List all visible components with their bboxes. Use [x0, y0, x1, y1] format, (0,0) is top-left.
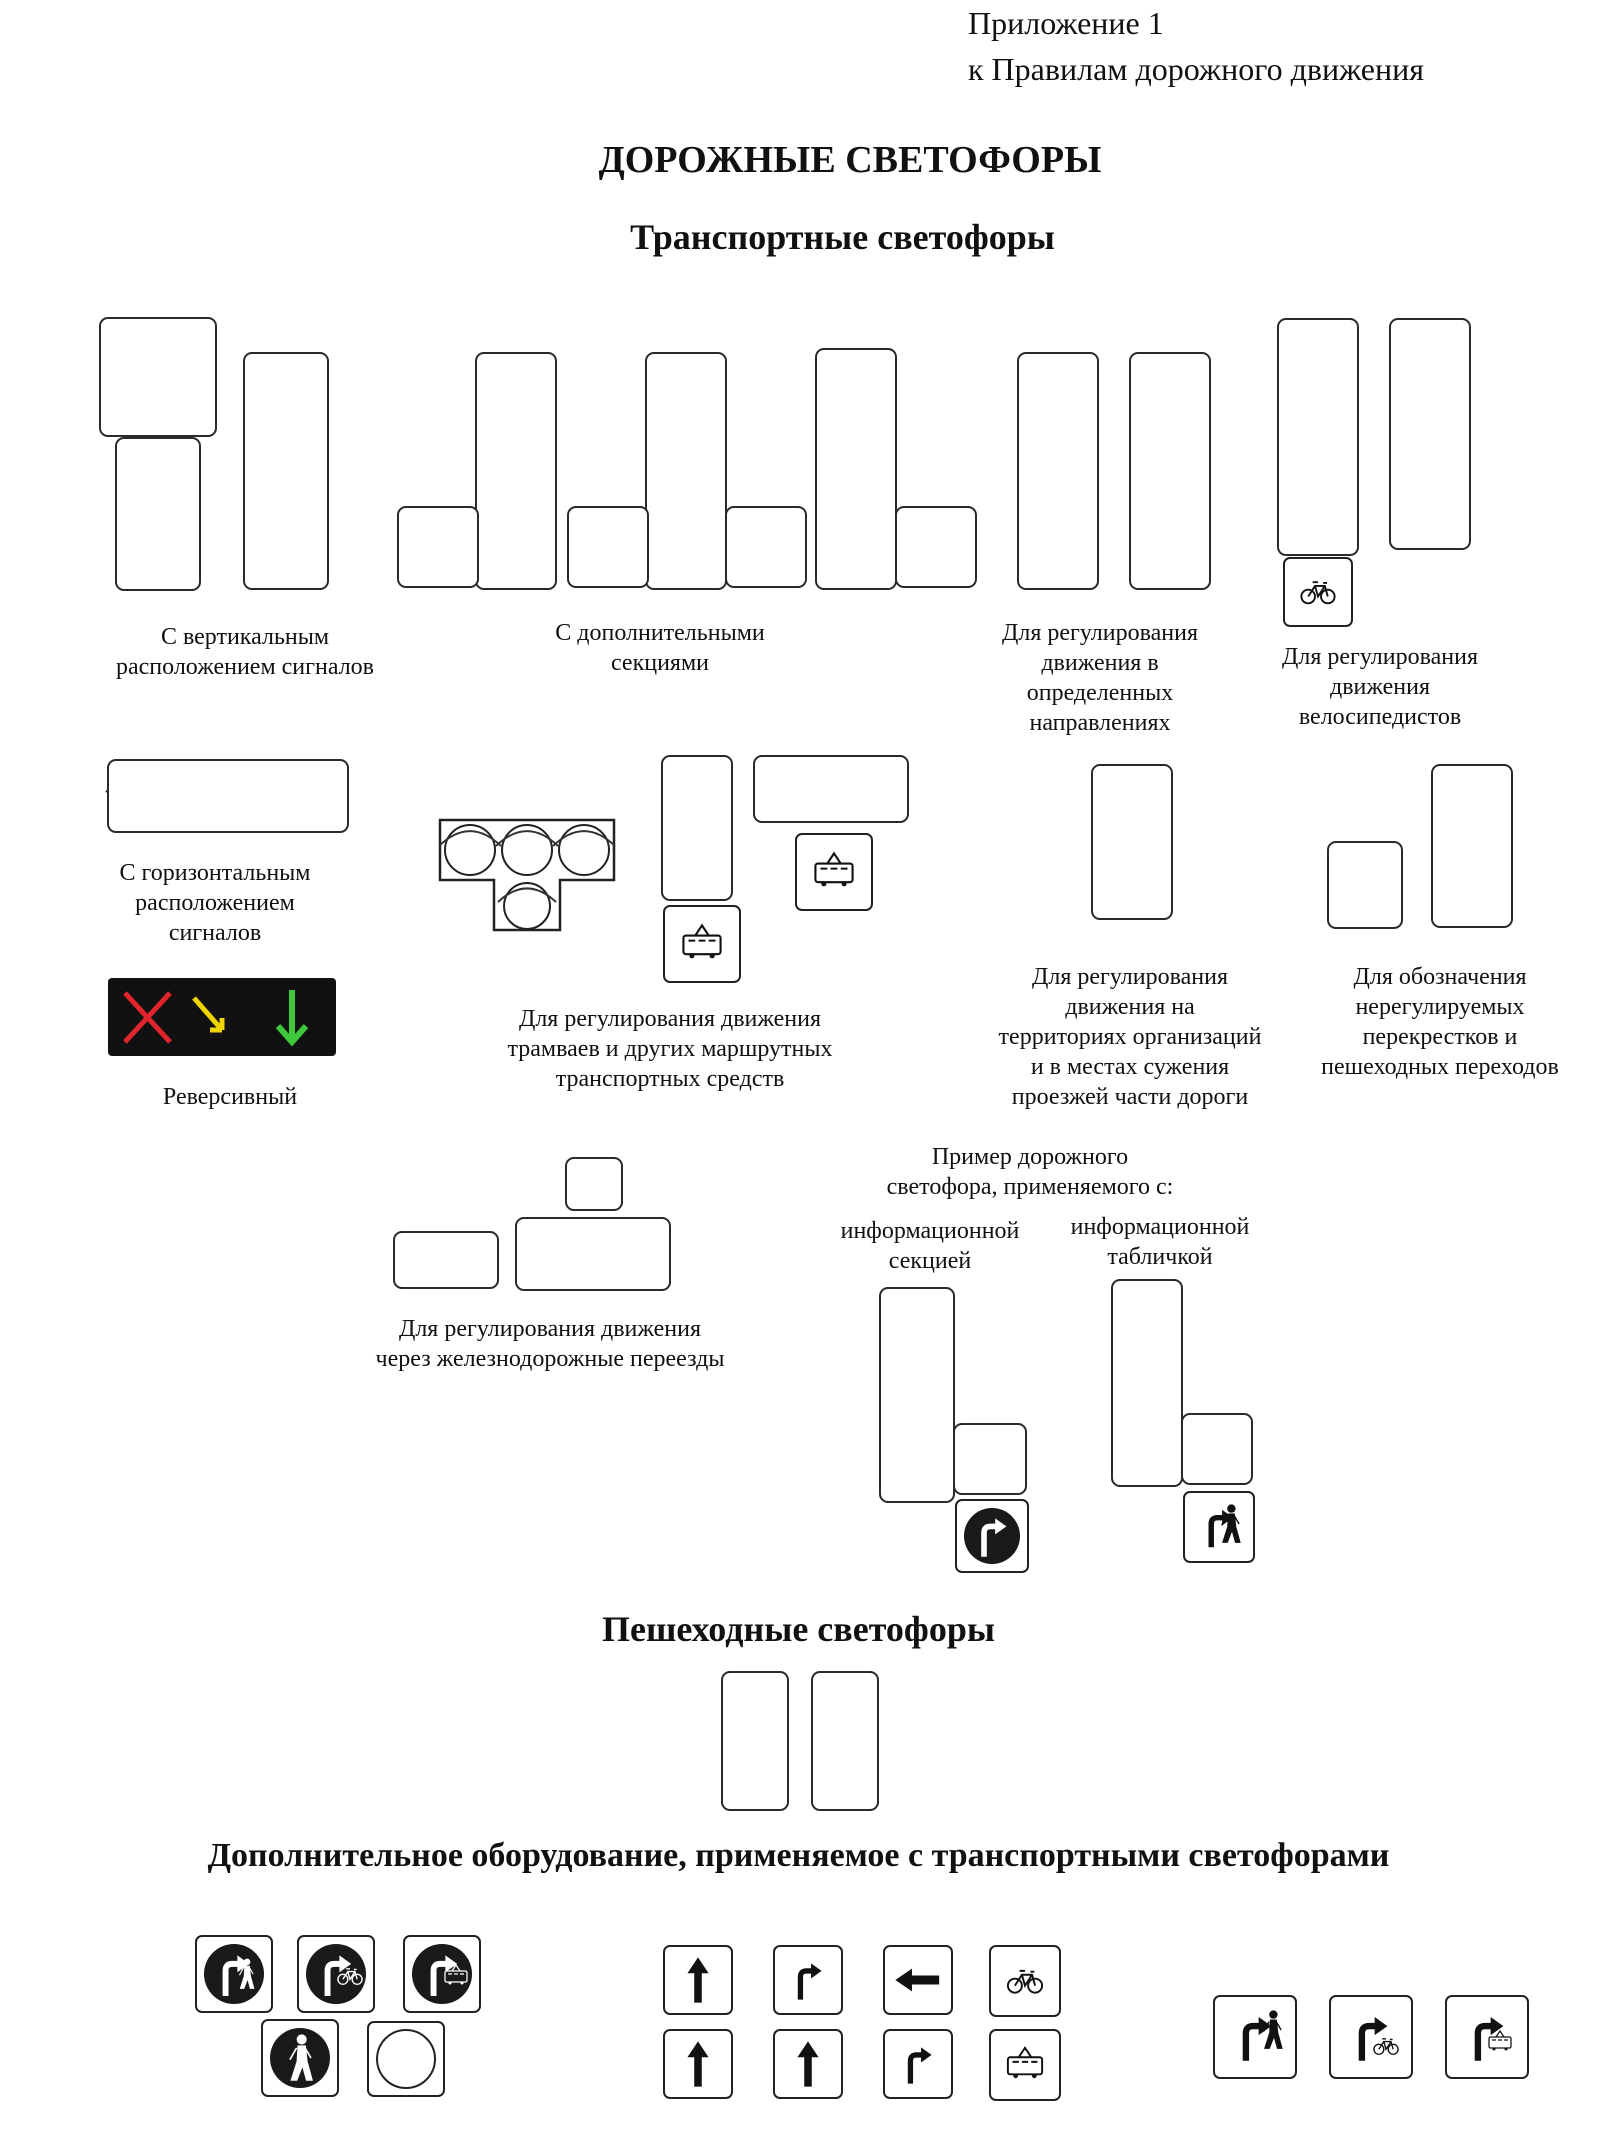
- section-housing: [567, 506, 649, 588]
- signal-housing: [515, 1217, 671, 1291]
- equipment-round-blank: [367, 2021, 445, 2097]
- info-section-turn-pedestrian: [955, 1499, 1029, 1573]
- appendix-header: Приложение 1 к Правилам дорожного движен…: [968, 0, 1424, 92]
- signal-housing: [1129, 352, 1211, 590]
- equipment-round-turn-bike: [297, 1935, 375, 2013]
- signal-housing: [1431, 764, 1513, 928]
- section-housing: [953, 1423, 1027, 1495]
- white-lamp: [495, 824, 559, 876]
- equipment-arrow-plate-3: [883, 1945, 953, 2015]
- signal-housing: [811, 1671, 879, 1811]
- signal-housing: [1389, 318, 1471, 550]
- equipment-turn-pedestrian-plate: [1213, 1995, 1297, 2079]
- equipment-round-turn-pedestrian: [195, 1935, 273, 2013]
- section-title-pedestrian: Пешеходные светофоры: [602, 1609, 995, 1649]
- tram-plate-1: [663, 905, 741, 983]
- signal-housing: [1327, 841, 1403, 929]
- signal-housing: [393, 1231, 499, 1289]
- equipment-turn-bike-plate: [1329, 1995, 1413, 2079]
- signal-housing: [721, 1671, 789, 1811]
- signal-housing: [1091, 764, 1173, 920]
- page-title: ДОРОЖНЫЕ СВЕТОФОРЫ: [598, 139, 1102, 181]
- white-lamp: [438, 824, 502, 876]
- signal-housing: [107, 759, 349, 833]
- equipment-bike-plate: [989, 1945, 1061, 2017]
- signal-housing: [753, 755, 909, 823]
- equipment-arrow-plate-4: [663, 2029, 733, 2099]
- signal-housing: [1017, 352, 1099, 590]
- equipment-tram-plate: [989, 2029, 1061, 2101]
- signal-housing: [243, 352, 329, 590]
- caption-reversible: Реверсивный: [162, 1084, 298, 1110]
- info-plate-turn-pedestrian: [1183, 1491, 1255, 1563]
- equipment-arrow-plate-2: [773, 1945, 843, 2015]
- signal-housing: [661, 755, 733, 901]
- section-housing: [895, 506, 977, 588]
- appendix-line-2: к Правилам дорожного движения: [968, 51, 1424, 87]
- section-title-transport: Транспортные светофоры: [630, 217, 1055, 257]
- reversible-traffic-light: [108, 978, 336, 1056]
- equipment-round-turn-tram: [403, 1935, 481, 2013]
- white-lamp: [552, 824, 616, 876]
- signal-housing: [475, 352, 557, 590]
- signal-housing: [815, 348, 897, 590]
- tram-plate-2: [795, 833, 873, 911]
- white-lamp: [497, 882, 557, 930]
- equipment-turn-tram-plate: [1445, 1995, 1529, 2079]
- signal-housing: [879, 1287, 955, 1503]
- tram-traffic-light-t-shape: [438, 818, 616, 932]
- section-housing: [397, 506, 479, 588]
- equipment-arrow-plate-6: [883, 2029, 953, 2099]
- section-housing: [1181, 1413, 1253, 1485]
- signal-housing: [115, 437, 201, 591]
- signal-housing: [565, 1157, 623, 1211]
- signal-housing: [1277, 318, 1359, 556]
- section-title-equipment: Дополнительное оборудование, применяемое…: [207, 1837, 1390, 1874]
- appendix-line-1: Приложение 1: [968, 5, 1164, 41]
- signal-housing: [1111, 1279, 1183, 1487]
- signal-housing: [645, 352, 727, 590]
- equipment-arrow-plate-5: [773, 2029, 843, 2099]
- equipment-arrow-plate-1: [663, 1945, 733, 2015]
- bicycle-plate: [1283, 557, 1353, 627]
- signal-housing: [99, 317, 217, 437]
- equipment-round-pedestrian: [261, 2019, 339, 2097]
- section-housing: [725, 506, 807, 588]
